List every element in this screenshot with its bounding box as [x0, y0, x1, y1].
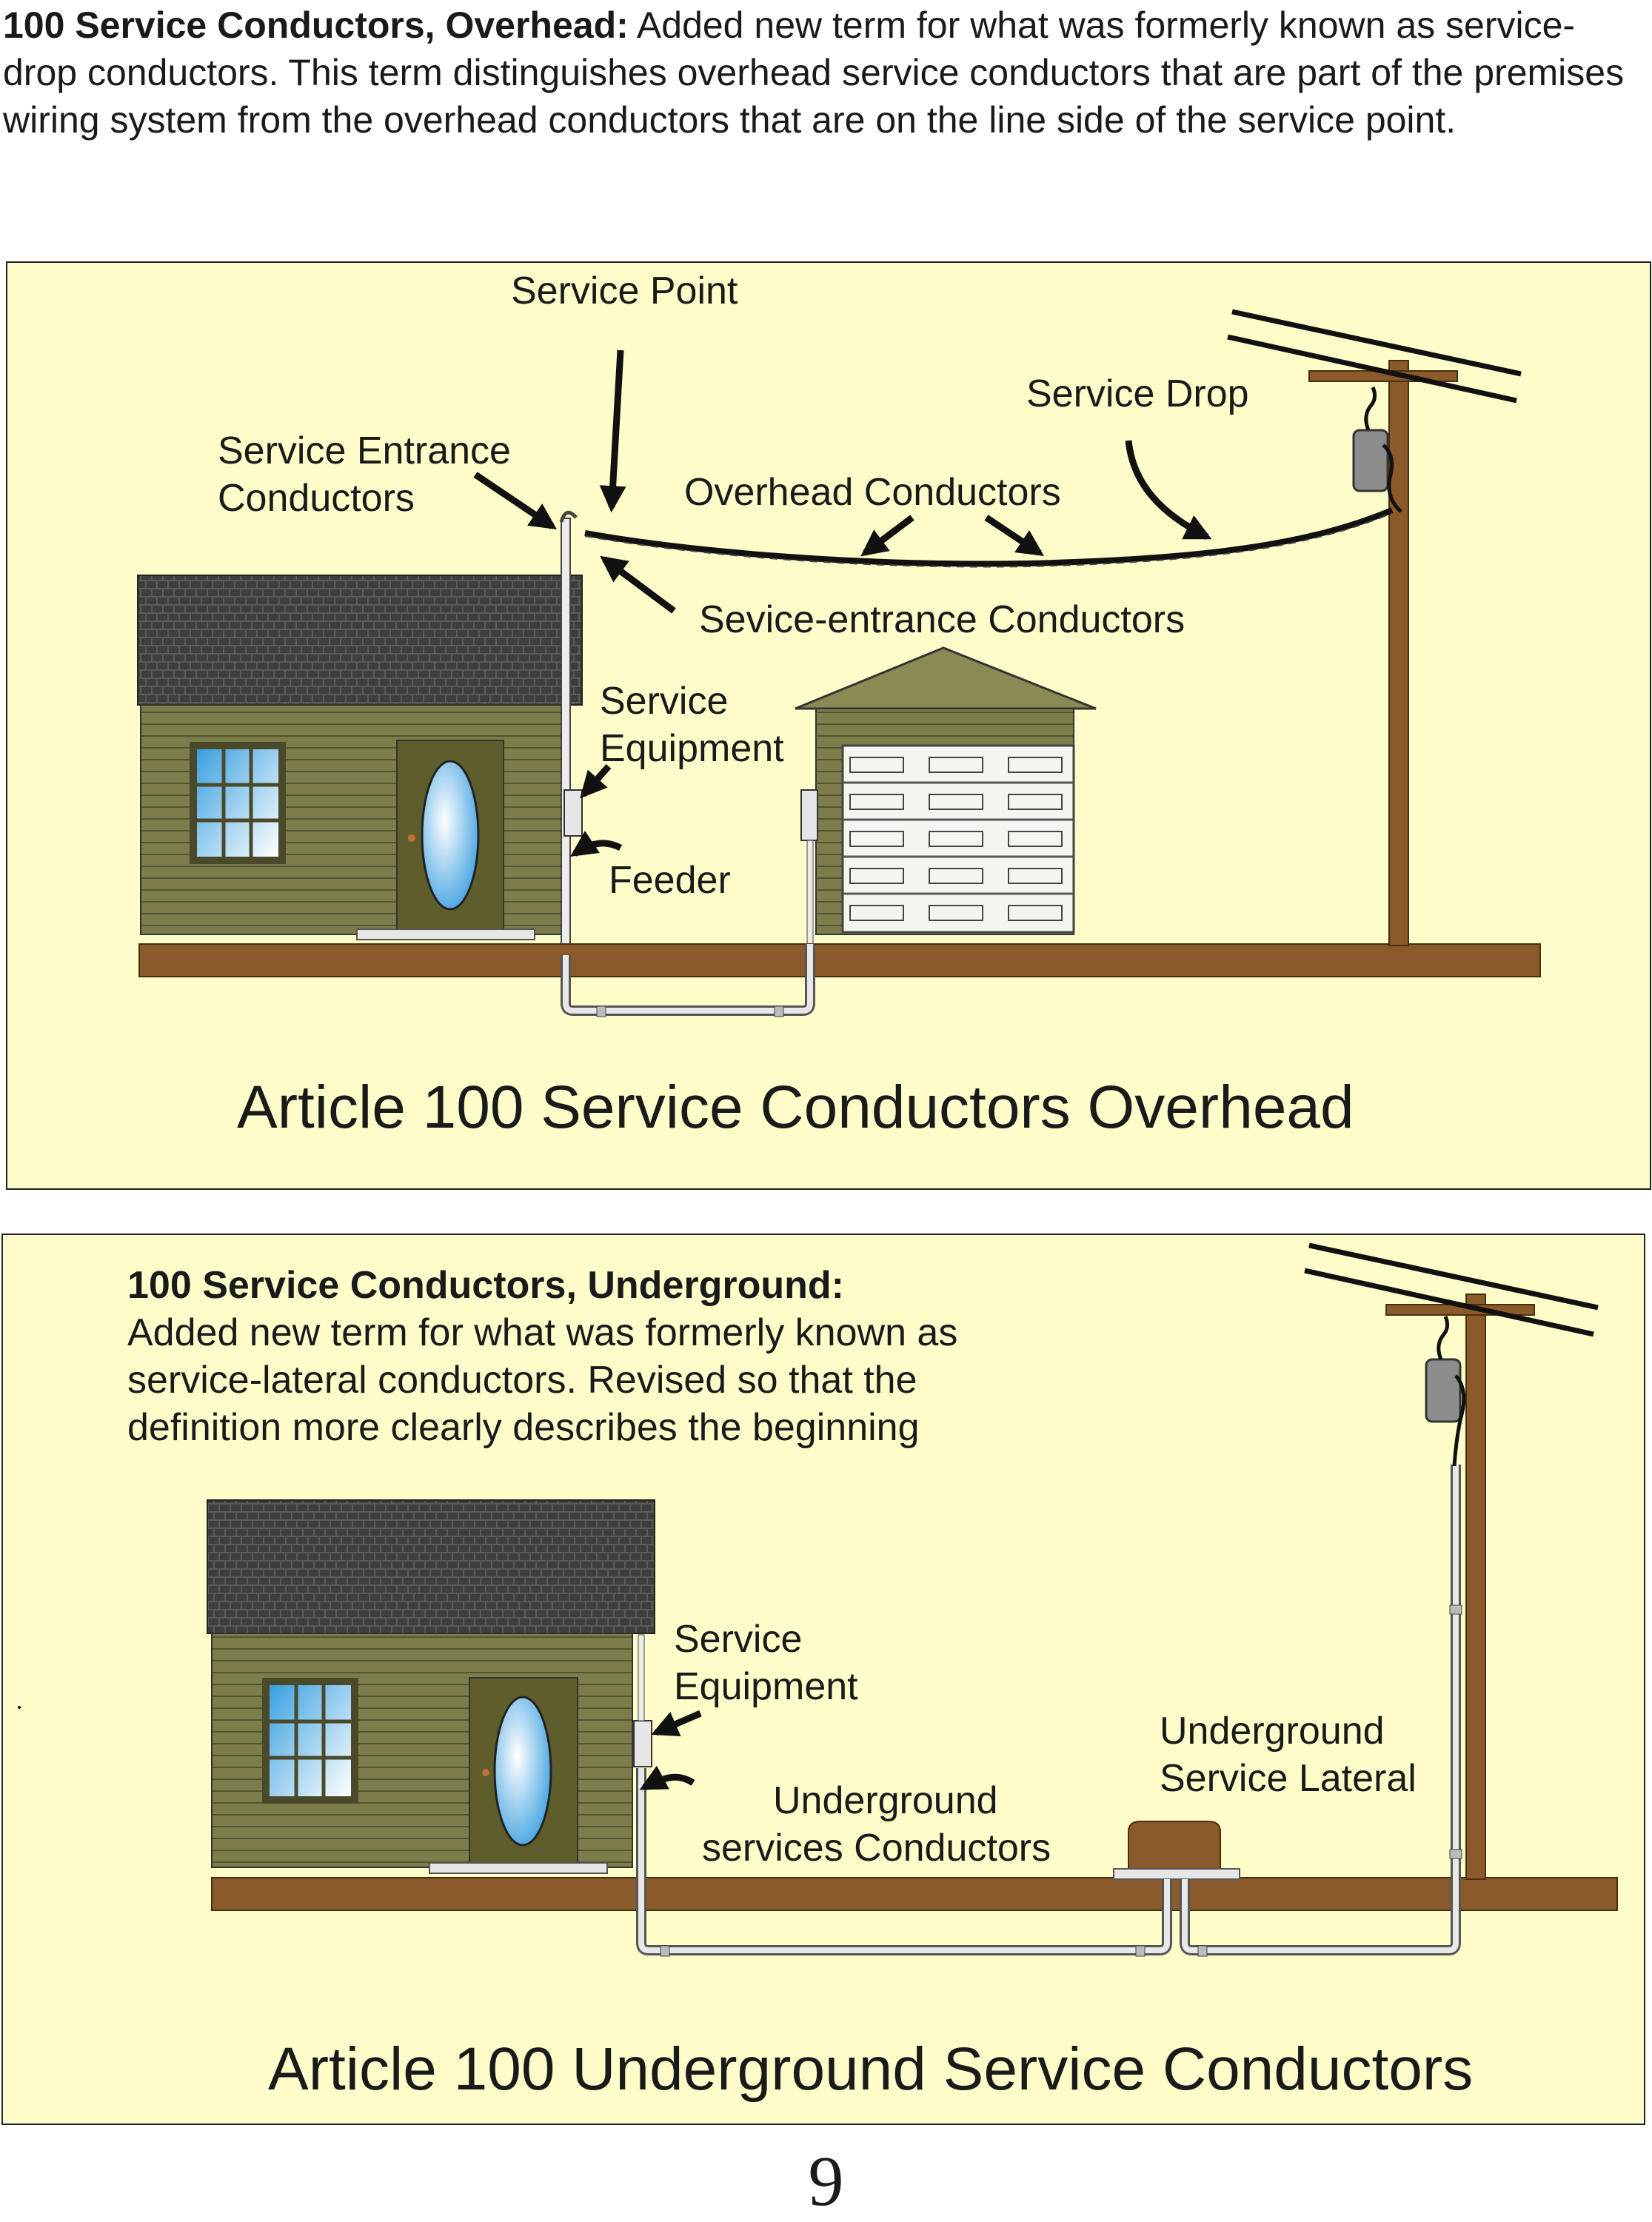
page-number: 9 [808, 2141, 844, 2221]
arrow-service-equipment-2 [651, 1710, 702, 1737]
arrow-overhead-1 [860, 515, 914, 557]
house-2 [207, 1499, 655, 1874]
underground-diagram-panel: 100 Service Conductors, Underground: Add… [1, 1234, 1645, 2125]
label-service-equipment-2-2: Equipment [674, 1665, 858, 1708]
label-service-equipment-2-1: Service [674, 1618, 803, 1661]
label-service-equipment-1: Service [600, 680, 729, 723]
door-icon [396, 740, 504, 932]
label-overhead-conductors: Overhead Conductors [684, 471, 1061, 514]
utility-pole [1227, 309, 1522, 946]
overhead-conductors-line [584, 507, 1394, 567]
garage-door [841, 744, 1075, 934]
arrow-service-entrance [473, 472, 557, 530]
utility-pole-2 [1304, 1242, 1599, 1880]
arrow-overhead-2 [984, 515, 1044, 556]
pull-box [1113, 1821, 1240, 1880]
label-service-entrance-1: Service Entrance [218, 429, 511, 472]
panel2-caption: Article 100 Underground Service Conducto… [268, 2035, 1474, 2103]
intro-text: Added new term for what was formerly kno… [3, 4, 1625, 141]
panel2-heading: 100 Service Conductors, Underground: [127, 1264, 844, 1307]
service-equipment-box [564, 789, 583, 837]
house [137, 575, 583, 940]
underground-conduit [636, 1465, 1462, 1957]
door-step [356, 928, 535, 940]
door-icon-2 [469, 1677, 578, 1865]
label-service-equipment-2: Equipment [600, 727, 784, 770]
intro-term: 100 Service Conductors, Overhead: [3, 4, 629, 46]
underground-diagram-svg [18, 1242, 1618, 1957]
label-underground-conductors-1: Underground [773, 1779, 998, 1822]
transformer-icon-2 [1425, 1316, 1466, 1467]
door-step-2 [429, 1862, 608, 1874]
arrow-service-drop [1125, 440, 1212, 541]
service-equipment-box-2 [633, 1720, 652, 1767]
arrow-service-conductors-2 [639, 1765, 695, 1790]
transformer-icon [1352, 386, 1402, 513]
annotation-arrows-2 [639, 1710, 702, 1790]
garage-roof [795, 646, 1097, 710]
window-icon-2 [262, 1678, 358, 1804]
ground-strip [138, 943, 1541, 977]
label-service-point: Service Point [511, 270, 738, 312]
garage-panel-box [800, 789, 818, 841]
panel2-line-1: Added new term for what was formerly kno… [127, 1311, 958, 1354]
label-sevice-entrance-conductors: Sevice-entrance Conductors [699, 598, 1186, 641]
panel1-caption: Article 100 Service Conductors Overhead [237, 1074, 1354, 1141]
feeder-conduit [561, 944, 815, 1017]
label-service-drop: Service Drop [1026, 372, 1249, 415]
arrow-feeder [570, 831, 623, 857]
annotation-arrows [473, 349, 1212, 857]
garage [795, 646, 1097, 945]
label-underground-lateral-1: Underground [1160, 1710, 1385, 1753]
arrow-service-equipment [580, 763, 612, 799]
arrow-service-point [599, 349, 626, 513]
house-roof [137, 575, 583, 706]
intro-paragraph: 100 Service Conductors, Overhead: Added … [3, 1, 1647, 144]
panel2-text-block: 100 Service Conductors, Underground: Add… [127, 1262, 957, 1451]
window-icon [190, 742, 286, 864]
overhead-diagram-svg [137, 309, 1541, 1017]
overhead-diagram-panel: Service Point Service Drop Service Entra… [6, 261, 1651, 1190]
arrow-sevice-entrance [600, 555, 676, 614]
label-underground-conductors-2: services Conductors [702, 1827, 1051, 1870]
panel2-line-2: service-lateral conductors. Revised so t… [127, 1359, 917, 1402]
label-underground-lateral-2: Service Lateral [1160, 1757, 1417, 1800]
ground-strip-2 [211, 1877, 1618, 1911]
label-service-entrance-2: Conductors [218, 477, 415, 520]
label-feeder: Feeder [609, 859, 731, 902]
house-2-roof [207, 1499, 655, 1634]
panel2-line-3: definition more clearly describes the be… [127, 1406, 920, 1449]
